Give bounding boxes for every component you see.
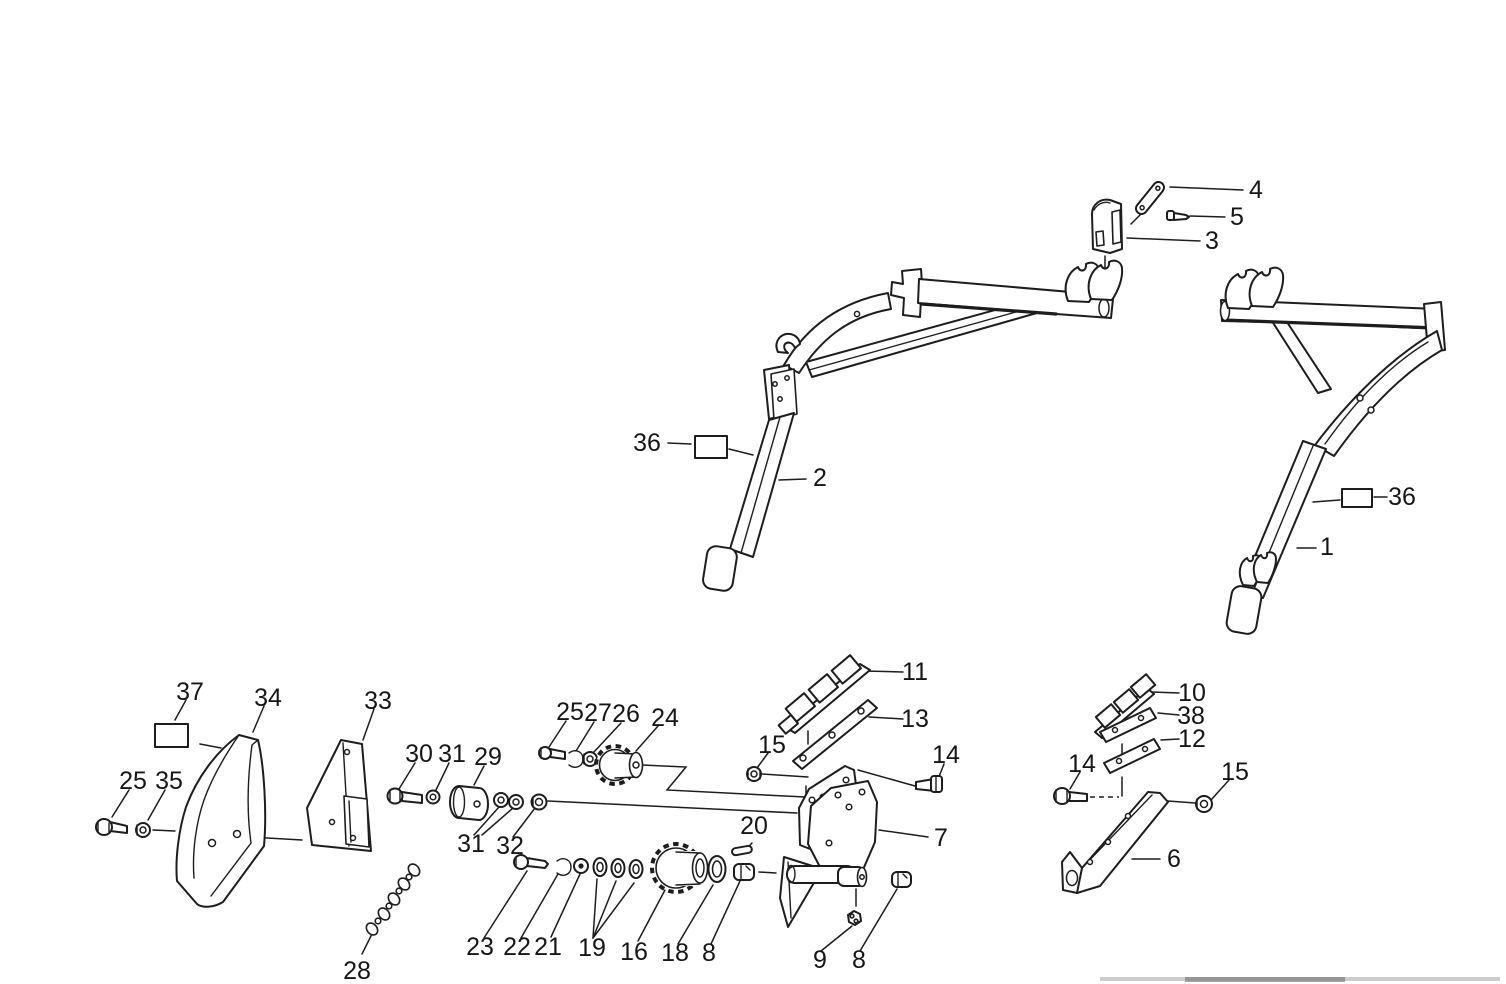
callout-25: 25	[119, 767, 147, 795]
callout-8: 8	[702, 939, 716, 967]
part-flange-nut-15b	[1195, 795, 1213, 813]
scan-edge-artifact	[1100, 977, 1500, 982]
part-roller-chain	[365, 863, 421, 936]
part-bolt-14b	[1053, 787, 1088, 805]
callout-35: 35	[155, 767, 183, 795]
callout-29: 29	[474, 743, 502, 771]
callout-24: 24	[651, 704, 679, 732]
callout-28: 28	[343, 957, 371, 984]
part-hitch-clevis	[1091, 198, 1123, 254]
callout-21: 21	[534, 933, 562, 961]
part-clevis-pin	[1166, 210, 1190, 221]
callout-14: 14	[932, 741, 960, 769]
part-wear-strip-lower-12	[1103, 738, 1161, 774]
part-short-pin-bolt-23	[513, 854, 549, 870]
part-flange-nut-15a	[746, 766, 762, 782]
part-sprocket-small-24	[594, 744, 644, 786]
callout-33: 33	[364, 687, 392, 715]
callout-19: 19	[578, 934, 606, 962]
part-lock-nut-32	[530, 793, 548, 811]
callout-16: 16	[620, 938, 648, 966]
callout-9: 9	[813, 946, 827, 974]
callout-12: 12	[1178, 725, 1206, 753]
part-retaining-clip-27	[568, 750, 584, 768]
callout-26: 26	[612, 700, 640, 728]
callout-10: 10	[1178, 679, 1206, 707]
part-idler-roller-29	[449, 785, 489, 821]
part-chain-guard-cover	[175, 734, 267, 908]
callout-6: 6	[1167, 845, 1181, 873]
part-bushing-cap-8b	[891, 871, 912, 888]
part-wear-strip-13	[792, 699, 878, 770]
callout-37: 37	[176, 678, 204, 706]
part-chain-guard-backplate	[306, 739, 372, 852]
callout-20: 20	[740, 812, 768, 840]
callout-36: 36	[1388, 483, 1416, 511]
part-retaining-clip-22	[556, 858, 572, 876]
callout-15: 15	[758, 731, 786, 759]
callout-38: 38	[1177, 702, 1205, 730]
callout-31: 31	[457, 830, 485, 858]
callout-34: 34	[254, 684, 282, 712]
callout-2: 2	[813, 464, 827, 492]
callout-25: 25	[556, 698, 584, 726]
part-small-nut-9	[847, 910, 862, 926]
part-wear-strip-upper-38	[1099, 707, 1157, 743]
part-flanged-bolt-30	[386, 787, 423, 805]
callout-15: 15	[1221, 758, 1249, 786]
callout-8: 8	[852, 946, 866, 974]
callout-7: 7	[934, 824, 948, 852]
callout-4: 4	[1249, 176, 1263, 204]
part-sprocket-large-16	[650, 842, 709, 894]
part-chain-guide-left-11	[777, 654, 871, 735]
callout-30: 30	[405, 740, 433, 768]
part-hex-bolt-left	[95, 818, 128, 836]
part-bearing-ring-18	[707, 855, 727, 883]
callout-5: 5	[1230, 203, 1244, 231]
callout-14: 14	[1068, 750, 1096, 778]
callout-36: 36	[633, 429, 661, 457]
callout-32: 32	[496, 832, 524, 860]
part-link-strap	[1135, 181, 1165, 215]
part-hex-bolt-25b	[538, 746, 566, 760]
callout-3: 3	[1205, 227, 1219, 255]
part-decal-right	[1341, 488, 1373, 508]
leader-lines	[111, 186, 1388, 955]
callout-22: 22	[503, 933, 531, 961]
part-flat-washer-31b	[493, 792, 524, 810]
part-mounting-bracket-6	[1061, 791, 1169, 894]
callout-13: 13	[901, 705, 929, 733]
part-washer-set-19	[592, 857, 644, 879]
part-frame-weldment-right	[1219, 266, 1446, 635]
part-flat-washer-31a	[425, 789, 441, 805]
callout-18: 18	[661, 939, 689, 967]
part-frame-weldment-left	[702, 259, 1124, 592]
part-decal-left	[694, 435, 728, 459]
part-decal-small	[154, 723, 189, 748]
callout-27: 27	[584, 699, 612, 727]
part-small-washer-21	[573, 858, 589, 874]
callout-1: 1	[1320, 533, 1334, 561]
part-bracket-plate-assembly-7	[779, 765, 878, 928]
part-chain-guide-right-10	[1094, 673, 1157, 739]
part-hex-nut-35	[135, 822, 151, 838]
callout-31: 31	[438, 740, 466, 768]
part-bushing-cap-8a	[733, 863, 755, 881]
callout-23: 23	[466, 933, 494, 961]
part-bolt-14a	[915, 775, 943, 793]
callout-11: 11	[902, 658, 928, 686]
part-roll-pin-20	[731, 844, 753, 857]
